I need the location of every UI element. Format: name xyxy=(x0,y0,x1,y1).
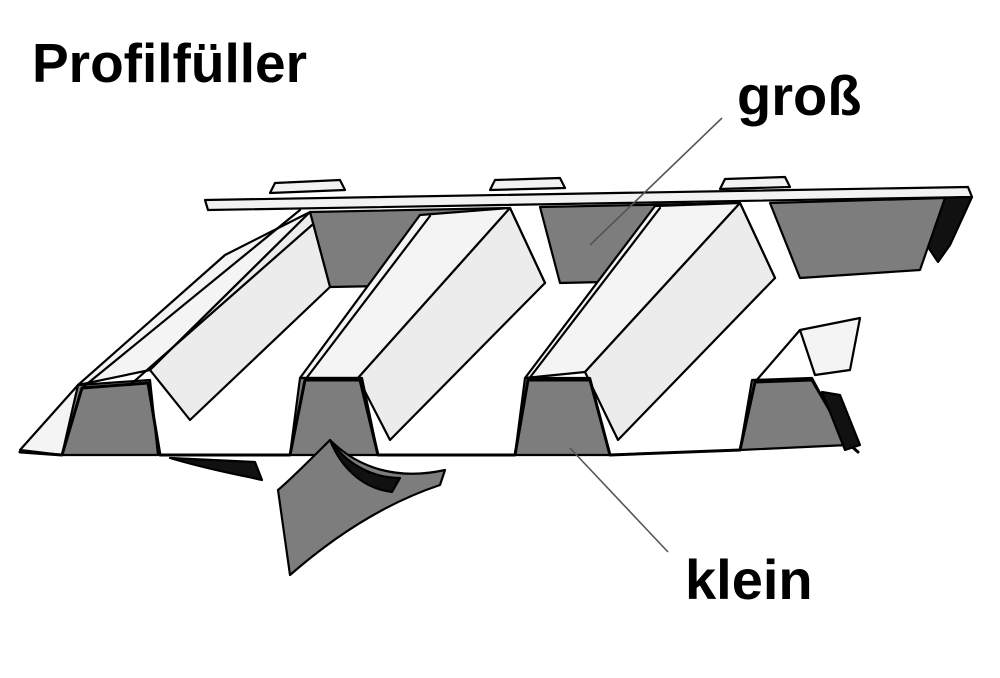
lower-flange-shadow xyxy=(328,438,402,494)
rib-face xyxy=(583,201,777,442)
rib-ridge-line xyxy=(128,223,314,387)
top-ridge-cap xyxy=(718,175,792,191)
rib-face xyxy=(148,210,332,422)
lower-flange xyxy=(276,438,447,577)
sheet-right-shadow xyxy=(820,390,862,452)
label-small: klein xyxy=(685,548,813,611)
leader-line-gross xyxy=(589,117,723,246)
sheet-front-profile xyxy=(18,378,860,457)
top-ridge-cap xyxy=(488,176,567,192)
rib-face xyxy=(356,206,547,442)
sheet-break-edge xyxy=(798,316,862,377)
rib-ridge-line xyxy=(526,206,662,382)
rib-ridge-line xyxy=(80,208,302,390)
small-profile-filler xyxy=(60,378,160,457)
label-large: groß xyxy=(737,64,862,127)
large-profile-filler xyxy=(768,196,947,280)
rib-ridge-line xyxy=(753,328,802,384)
top-ridge-cap xyxy=(268,178,347,195)
leader-line-klein xyxy=(569,447,669,553)
lower-flange xyxy=(168,456,264,482)
rib-ridge-line xyxy=(303,214,432,382)
diagram-title: Profilfüller xyxy=(32,32,308,94)
